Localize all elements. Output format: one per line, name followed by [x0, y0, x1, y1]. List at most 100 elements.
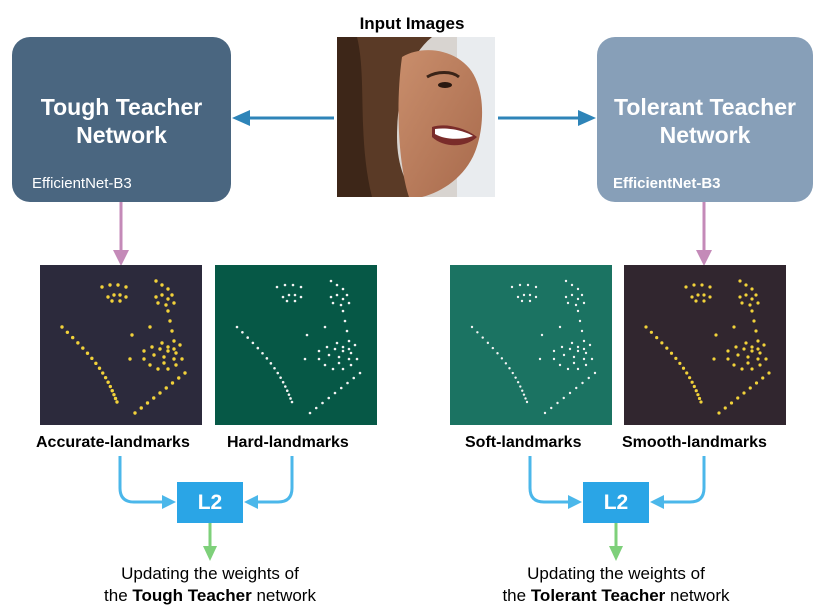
right-caption-bold: Tolerant Teacher	[530, 586, 666, 605]
left-caption-line1: Updating the weights of	[121, 564, 299, 583]
landmark-dot	[158, 347, 162, 351]
landmark-dot	[756, 347, 760, 351]
left-caption-bold: Tough Teacher	[132, 586, 252, 605]
landmark-dot	[734, 345, 738, 349]
right-caption: Updating the weights of the Tolerant Tea…	[486, 563, 746, 607]
landmark-dot	[522, 293, 526, 297]
landmark-dot	[685, 371, 689, 375]
landmark-dot	[496, 352, 499, 355]
landmark-dot	[341, 349, 345, 353]
landmark-dot	[293, 299, 297, 303]
landmark-dot	[694, 389, 698, 393]
landmark-dot	[732, 325, 736, 329]
landmark-dot	[333, 391, 337, 395]
landmark-dot	[341, 345, 345, 349]
landmark-dot	[708, 285, 712, 289]
landmark-dot	[550, 406, 553, 410]
landmark-dot	[256, 346, 260, 350]
landmark-dot	[690, 295, 694, 299]
landmark-dot	[744, 341, 748, 345]
accurate-landmarks-label: Accurate-landmarks	[36, 434, 190, 451]
landmark-dot	[570, 293, 574, 297]
soft-landmarks-label: Soft-landmarks	[465, 434, 582, 451]
landmark-dot	[702, 299, 706, 303]
landmark-dot	[172, 347, 176, 351]
landmark-dot	[174, 363, 178, 367]
landmark-dot	[578, 319, 582, 323]
landmark-dot	[528, 299, 532, 303]
landmark-dot	[525, 400, 529, 404]
landmark-dot	[290, 400, 294, 404]
landmark-dot	[576, 345, 580, 349]
landmark-dot	[285, 389, 289, 392]
landmark-dot	[71, 335, 75, 340]
landmark-dot	[540, 333, 544, 337]
landmark-dot	[574, 303, 578, 307]
landmark-dot	[568, 391, 572, 395]
landmark-dot	[511, 371, 514, 375]
left-caption-pre: the	[104, 586, 133, 605]
landmark-dot	[166, 345, 170, 349]
landmark-dot	[177, 376, 181, 380]
tolerant-teacher-network-box: Tolerant Teacher Network EfficientNet-B3	[597, 37, 813, 202]
landmark-dot	[702, 293, 706, 297]
tolerant-teacher-backbone: EfficientNet-B3	[613, 175, 721, 192]
landmark-dot	[740, 367, 744, 371]
landmark-dot	[470, 325, 474, 329]
landmark-dot	[281, 295, 285, 299]
landmark-dot	[305, 333, 309, 337]
landmark-dot	[279, 376, 282, 379]
landmark-dot	[116, 283, 120, 287]
landmark-dot	[166, 367, 170, 371]
landmark-dot	[552, 357, 556, 361]
landmark-dot	[156, 301, 160, 305]
landmark-dot	[174, 351, 178, 355]
landmark-dot	[347, 347, 351, 351]
landmark-dot	[566, 367, 570, 371]
landmark-dot	[526, 283, 530, 287]
landmark-dot	[337, 355, 341, 359]
landmark-dot	[349, 351, 353, 355]
landmark-dot	[178, 343, 182, 347]
landmark-dot	[564, 279, 568, 283]
landmark-dot	[714, 333, 718, 337]
image-to-tough-arrow	[232, 110, 334, 126]
tough-to-landmarks-arrow	[113, 202, 129, 266]
landmark-dot	[534, 285, 538, 289]
landmark-dot	[543, 411, 547, 415]
landmark-dot	[345, 329, 349, 333]
landmark-dot	[172, 339, 176, 343]
landmark-dot	[750, 345, 754, 349]
landmark-dot	[76, 341, 80, 345]
landmark-dot	[299, 295, 303, 299]
landmark-dot	[582, 347, 586, 351]
landmark-dot	[750, 367, 754, 371]
smooth-landmarks-label: Smooth-landmarks	[622, 434, 767, 451]
landmark-dot	[346, 381, 349, 385]
landmark-dot	[90, 356, 94, 361]
landmark-dot	[575, 386, 578, 390]
landmark-dot	[276, 371, 280, 375]
landmark-dot	[570, 341, 574, 345]
landmark-dot	[148, 363, 152, 367]
landmark-dot	[750, 287, 754, 291]
landmark-dot	[337, 361, 341, 365]
landmark-dot	[655, 336, 659, 340]
landmark-dot	[581, 381, 584, 385]
landmark-dot	[486, 341, 490, 345]
accurate-to-l2-arrow	[118, 456, 176, 509]
input-face-image	[337, 37, 495, 197]
landmark-dot	[688, 376, 692, 380]
landmark-dot	[166, 297, 170, 301]
input-images-title: Input Images	[359, 14, 465, 33]
landmark-dot	[275, 285, 279, 289]
landmark-dot	[590, 357, 594, 361]
landmark-dot	[100, 285, 104, 289]
tough-teacher-network-title: Tough Teacher Network	[12, 93, 231, 149]
landmark-dot	[491, 346, 495, 350]
landmark-dot	[562, 353, 566, 357]
landmark-dot	[690, 380, 694, 384]
landmark-dot	[521, 389, 524, 392]
landmark-dot	[347, 339, 351, 343]
landmark-dot	[133, 411, 137, 415]
